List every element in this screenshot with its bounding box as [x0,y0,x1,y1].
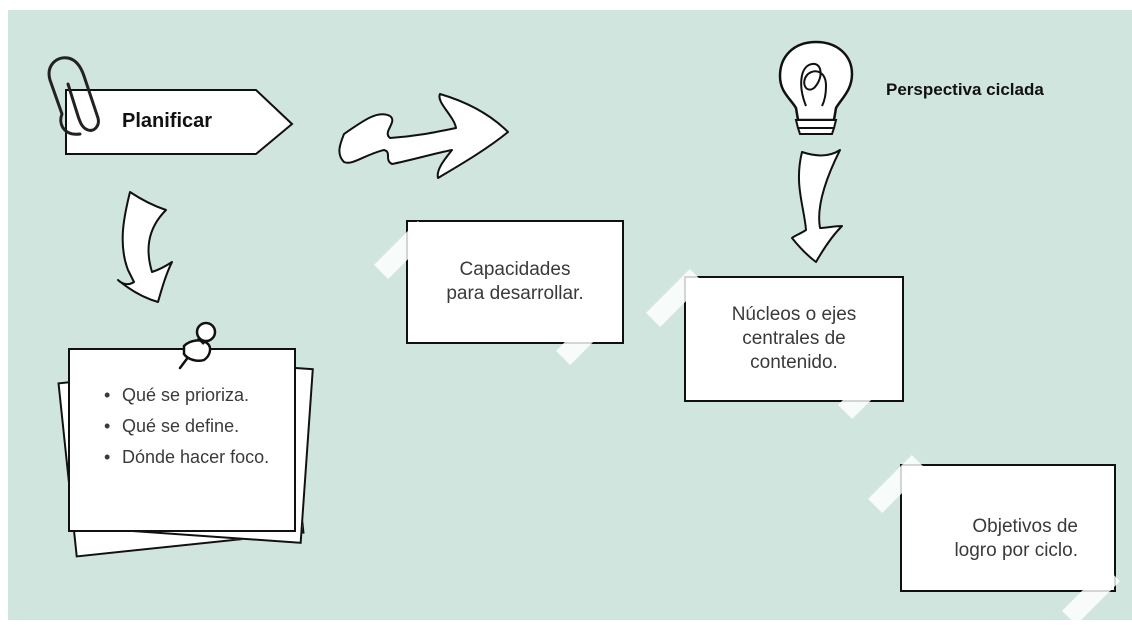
capacidades-text: Capacidades para desarrollar. [446,259,584,304]
objetivos-box: Objetivos de logro por ciclo. [900,464,1116,592]
lightbulb-icon [778,40,854,135]
planificar-label: Planificar [122,110,213,132]
note-item: Qué se define. [102,415,280,438]
note-item: Qué se prioriza. [102,384,280,407]
sticky-note: Qué se prioriza. Qué se define. Dónde ha… [68,348,296,532]
perspective-title: Perspectiva ciclada [886,80,1044,99]
curved-arrow-down-icon [791,149,843,263]
objetivos-text: Objetivos de logro por ciclo. [954,516,1078,561]
planificar-tag [65,89,294,155]
note-bullet-list: Qué se prioriza. Qué se define. Dónde ha… [102,384,280,469]
paperclip-icon [47,56,100,136]
curved-arrow-down-icon [117,191,173,303]
pushpin-icon [178,321,217,370]
note-item: Dónde hacer foco. [102,446,280,469]
arrow-right-icon [338,93,509,179]
nucleos-text: Núcleos o ejes centrales de contenido. [731,304,857,373]
